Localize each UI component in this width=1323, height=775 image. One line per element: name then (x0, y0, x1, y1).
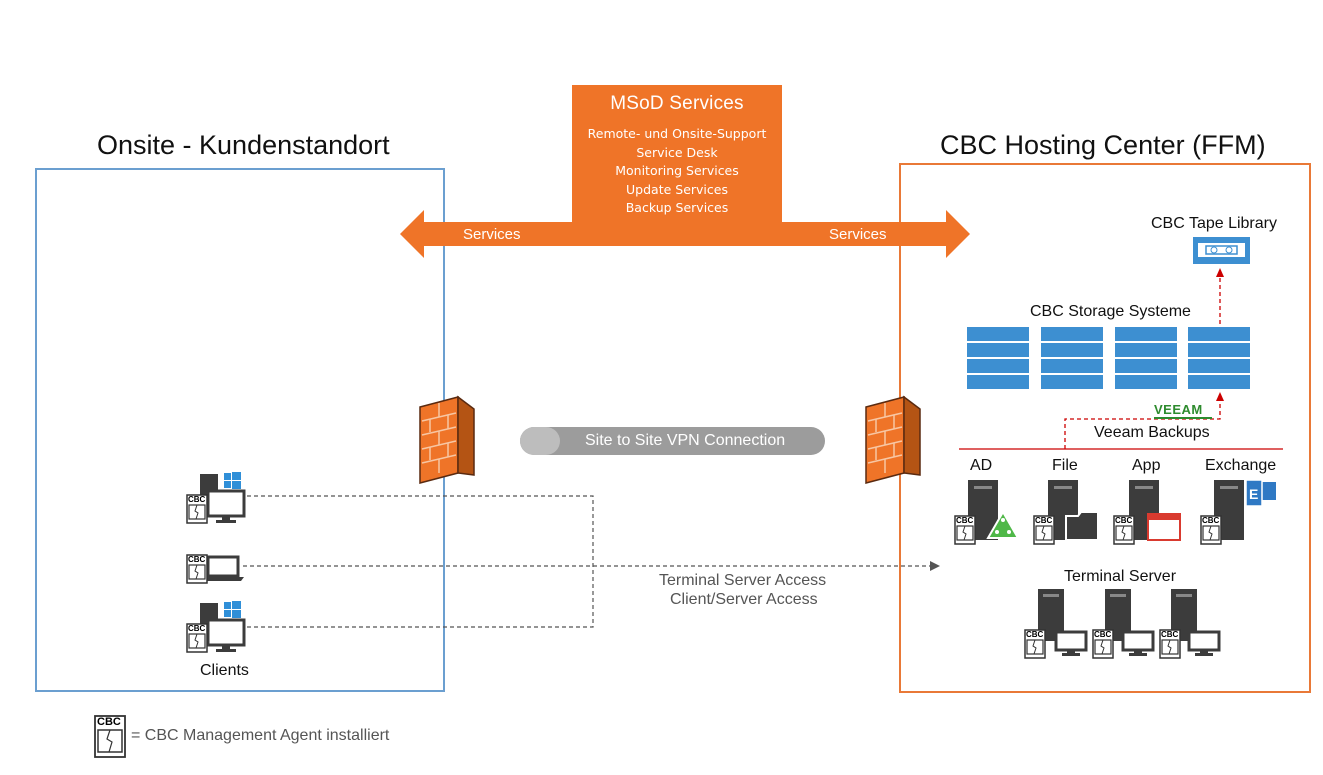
storage-label: CBC Storage Systeme (1030, 303, 1191, 320)
msod-item: Backup Services (625, 200, 729, 216)
tape-library-icon (1193, 237, 1250, 264)
client-laptop-icon (202, 555, 244, 581)
msod-item: Remote- und Onsite-Support (587, 126, 767, 141)
exchange-server-icon: E (1214, 479, 1276, 540)
cbc-badge-label: CBC (188, 555, 206, 564)
cbc-agent-badge: CBC (186, 494, 208, 529)
hosting-title: CBC Hosting Center (FFM) (940, 130, 1266, 160)
cbc-badge-label: CBC (188, 495, 206, 504)
server-label-exchange: Exchange (1205, 457, 1277, 474)
cbc-badge-label: CBC (1161, 630, 1179, 639)
cbc-agent-badge: CBC (1033, 515, 1055, 550)
cbc-agent-badge: CBC (1159, 629, 1181, 664)
vpn-connection-pill (520, 427, 825, 455)
firewall-right-icon (865, 395, 921, 484)
cbc-badge-label: CBC (1094, 630, 1112, 639)
svg-text:E: E (1249, 486, 1258, 502)
server-label-app: App (1132, 457, 1161, 474)
clients-label: Clients (200, 662, 249, 679)
storage-systems-icon (967, 327, 1250, 389)
cbc-badge-label: CBC (188, 624, 206, 633)
cbc-agent-badge: CBC (1200, 515, 1222, 550)
client-desktop-icon (200, 601, 246, 652)
app-server-icon (1129, 480, 1181, 541)
server-label-ad: AD (970, 457, 993, 474)
legend-cbc-badge-icon: CBC (94, 715, 126, 764)
cbc-badge-label: CBC (956, 516, 974, 525)
msod-item: Service Desk (636, 144, 718, 160)
cbc-badge-label: CBC (97, 716, 121, 728)
veeam-logo-underline (1154, 417, 1212, 419)
services-left-label: Services (463, 226, 521, 243)
services-right-label: Services (829, 226, 887, 243)
cbc-badge-label: CBC (1202, 516, 1220, 525)
msod-services-box: MSoD Services Remote- und Onsite-Support… (572, 85, 782, 245)
msod-item: Update Services (626, 181, 728, 197)
cbc-badge-label: CBC (1026, 630, 1044, 639)
cbc-agent-badge: CBC (954, 515, 976, 550)
client-desktop-icon (200, 472, 246, 523)
vpn-connection-endcap (520, 427, 560, 455)
legend-text: = CBC Management Agent installiert (131, 727, 390, 744)
tape-library-label: CBC Tape Library (1151, 215, 1277, 232)
cbc-agent-badge: CBC (186, 554, 208, 589)
cbc-badge-label: CBC (1115, 516, 1133, 525)
cbc-agent-badge: CBC (1092, 629, 1114, 664)
client-server-access-label: Client/Server Access (670, 591, 818, 608)
onsite-title: Onsite - Kundenstandort (97, 130, 390, 160)
veeam-logo: VEEAM (1154, 402, 1203, 417)
cbc-agent-badge: CBC (1024, 629, 1046, 664)
server-label-file: File (1052, 457, 1078, 474)
firewall-left-icon (419, 395, 475, 484)
file-server-icon (1048, 480, 1099, 541)
msod-item: Monitoring Services (615, 163, 739, 179)
terminal-server-access-label: Terminal Server Access (659, 572, 827, 589)
cbc-badge-label: CBC (1035, 516, 1053, 525)
terminal-server-label: Terminal Server (1064, 568, 1177, 585)
veeam-backups-label: Veeam Backups (1094, 424, 1210, 441)
msod-title: MSoD Services (610, 93, 744, 114)
cbc-agent-badge: CBC (1113, 515, 1135, 550)
cbc-agent-badge: CBC (186, 623, 208, 658)
ad-server-icon (968, 480, 1020, 540)
vpn-connection-label: Site to Site VPN Connection (585, 432, 786, 449)
